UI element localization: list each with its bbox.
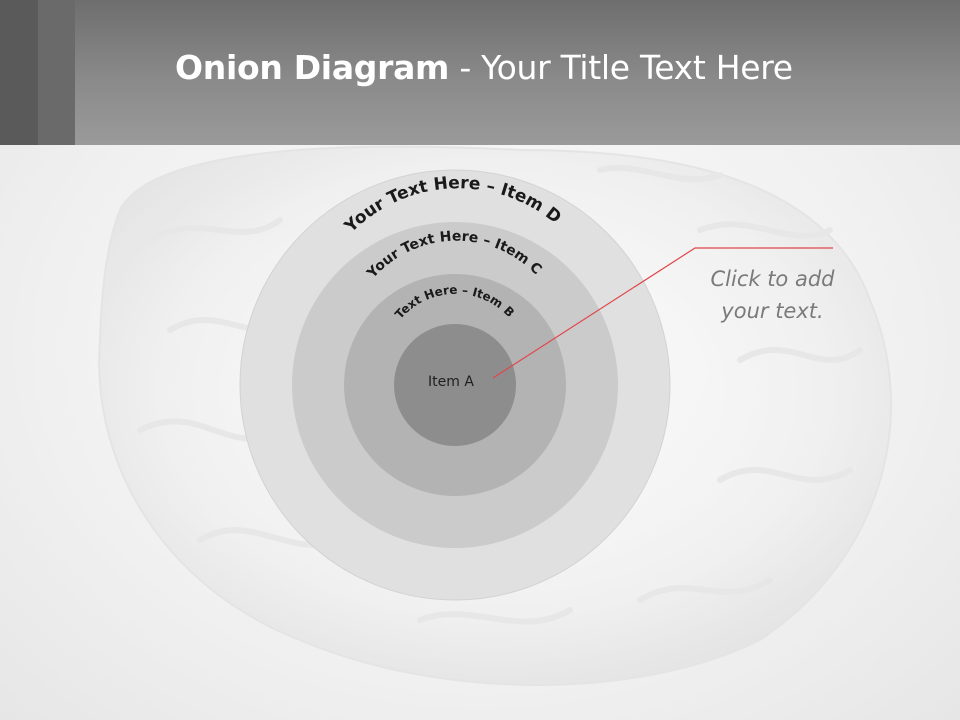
core-item-a[interactable] (394, 324, 516, 446)
title-bar: Onion Diagram - Your Title Text Here (0, 0, 960, 145)
header-accent-bar (0, 0, 38, 145)
callout-placeholder-text[interactable]: Click to add your text. (710, 267, 835, 323)
slide-title-bold: Onion Diagram (175, 48, 450, 87)
slide-title-rest: - Your Title Text Here (449, 48, 793, 87)
label-item-a: Item A (428, 374, 474, 390)
callout-line (492, 247, 833, 379)
header-accent-bar-secondary (38, 0, 75, 145)
slide-title[interactable]: Onion Diagram - Your Title Text Here (175, 48, 793, 87)
